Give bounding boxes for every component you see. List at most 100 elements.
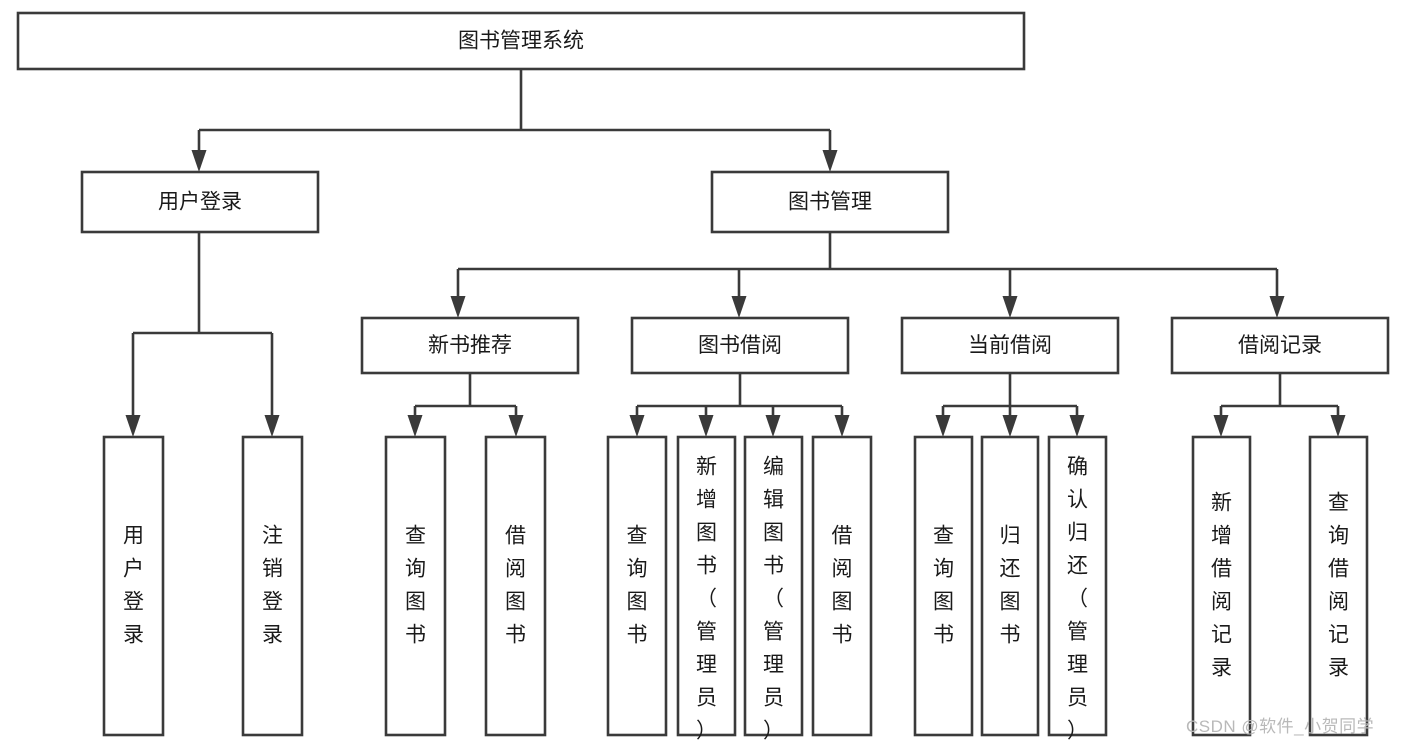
node-leaf-query-book-current[interactable]: 查询图书 xyxy=(913,435,974,737)
node-box-leaf-edit-book-admin[interactable] xyxy=(743,435,804,737)
arrow-manage-to-borrow xyxy=(731,269,747,318)
node-new-book-recommend[interactable]: 新书推荐 xyxy=(360,316,580,375)
arrow-head-icon xyxy=(731,296,747,318)
node-leaf-user-login[interactable]: 用户登录 xyxy=(102,435,165,737)
arrow-head-icon xyxy=(450,296,466,318)
node-user-login[interactable]: 用户登录 xyxy=(80,170,320,234)
node-box-book-manage[interactable] xyxy=(710,170,950,234)
node-box-user-login[interactable] xyxy=(80,170,320,234)
node-box-leaf-user-login[interactable] xyxy=(102,435,165,737)
node-box-leaf-logout[interactable] xyxy=(241,435,304,737)
node-label-leaf-add-borrow-record: 新增借阅记录 xyxy=(1211,491,1232,679)
node-box-book-borrow[interactable] xyxy=(630,316,850,375)
node-label-root: 图书管理系统 xyxy=(458,30,584,53)
node-label-leaf-query-book-rec: 查询图书 xyxy=(405,524,426,646)
arrow-log-to-l2 xyxy=(1330,406,1346,437)
node-label-leaf-borrow-book-rec: 借阅图书 xyxy=(505,524,526,646)
node-box-leaf-query-book-borrow[interactable] xyxy=(606,435,668,737)
node-current-borrow[interactable]: 当前借阅 xyxy=(900,316,1120,375)
node-label-leaf-add-book-admin: 新增图书（管理员） xyxy=(696,455,717,742)
arrow-head-icon xyxy=(191,150,207,172)
arrow-head-icon xyxy=(935,415,951,437)
connector-layer xyxy=(125,69,1346,437)
arrow-head-icon xyxy=(1002,415,1018,437)
arrow-borrow-to-l1 xyxy=(629,406,645,437)
arrow-manage-to-rec xyxy=(450,269,466,318)
arrow-log-to-l1 xyxy=(1213,406,1229,437)
node-leaf-borrow-book[interactable]: 借阅图书 xyxy=(811,435,873,737)
node-label-leaf-query-book-borrow: 查询图书 xyxy=(627,524,648,646)
node-root[interactable]: 图书管理系统 xyxy=(16,11,1026,71)
node-leaf-logout[interactable]: 注销登录 xyxy=(241,435,304,737)
node-leaf-borrow-book-rec[interactable]: 借阅图书 xyxy=(484,435,547,737)
arrow-borrow-to-l4 xyxy=(834,406,850,437)
node-box-leaf-borrow-book[interactable] xyxy=(811,435,873,737)
arrow-head-icon xyxy=(1002,296,1018,318)
node-box-leaf-query-book-rec[interactable] xyxy=(384,435,447,737)
arrow-login-to-leaf2 xyxy=(264,333,280,437)
arrow-head-icon xyxy=(629,415,645,437)
arrow-head-icon xyxy=(1069,415,1085,437)
arrow-head-icon xyxy=(822,150,838,172)
node-borrow-record[interactable]: 借阅记录 xyxy=(1170,316,1390,375)
arrow-head-icon xyxy=(407,415,423,437)
arrow-head-icon xyxy=(508,415,524,437)
node-box-root[interactable] xyxy=(16,11,1026,71)
arrow-cur-to-l1 xyxy=(935,406,951,437)
arrow-root-to-login xyxy=(191,130,207,172)
arrow-head-icon xyxy=(125,415,141,437)
arrow-root-to-manage xyxy=(822,130,838,172)
arrow-head-icon xyxy=(765,415,781,437)
node-label-leaf-borrow-book: 借阅图书 xyxy=(832,524,853,646)
node-label-leaf-query-book-current: 查询图书 xyxy=(933,524,954,646)
arrow-login-to-leaf1 xyxy=(125,333,141,437)
node-leaf-confirm-return-admin[interactable]: 确认归还（管理员） xyxy=(1047,435,1108,742)
node-label-book-borrow: 图书借阅 xyxy=(698,334,782,357)
node-box-leaf-return-book[interactable] xyxy=(980,435,1040,737)
node-leaf-edit-book-admin[interactable]: 编辑图书（管理员） xyxy=(743,435,804,742)
node-label-borrow-record: 借阅记录 xyxy=(1238,334,1322,357)
node-label-leaf-return-book: 归还图书 xyxy=(1000,524,1021,646)
arrow-head-icon xyxy=(1269,296,1285,318)
node-box-leaf-borrow-book-rec[interactable] xyxy=(484,435,547,737)
node-book-borrow[interactable]: 图书借阅 xyxy=(630,316,850,375)
node-leaf-add-book-admin[interactable]: 新增图书（管理员） xyxy=(676,435,737,742)
node-book-manage[interactable]: 图书管理 xyxy=(710,170,950,234)
arrow-head-icon xyxy=(264,415,280,437)
node-leaf-return-book[interactable]: 归还图书 xyxy=(980,435,1040,737)
node-label-new-book-recommend: 新书推荐 xyxy=(428,334,512,357)
node-box-leaf-add-book-admin[interactable] xyxy=(676,435,737,737)
arrow-cur-to-l2 xyxy=(1002,406,1018,437)
node-box-leaf-add-borrow-record[interactable] xyxy=(1191,435,1252,737)
node-leaf-query-borrow-record[interactable]: 查询借阅记录 xyxy=(1308,435,1369,737)
node-leaf-query-book-borrow[interactable]: 查询图书 xyxy=(606,435,668,737)
node-leaf-add-borrow-record[interactable]: 新增借阅记录 xyxy=(1191,435,1252,737)
arrow-head-icon xyxy=(1330,415,1346,437)
arrow-cur-to-l3 xyxy=(1069,406,1085,437)
node-box-leaf-query-book-current[interactable] xyxy=(913,435,974,737)
node-box-leaf-confirm-return-admin[interactable] xyxy=(1047,435,1108,737)
arrow-head-icon xyxy=(834,415,850,437)
node-label-leaf-confirm-return-admin: 确认归还（管理员） xyxy=(1067,455,1088,742)
node-label-book-manage: 图书管理 xyxy=(788,191,872,214)
arrow-head-icon xyxy=(1213,415,1229,437)
arrow-borrow-to-l3 xyxy=(765,406,781,437)
arrow-manage-to-cur xyxy=(1002,269,1018,318)
node-label-current-borrow: 当前借阅 xyxy=(968,334,1052,357)
node-label-leaf-user-login: 用户登录 xyxy=(123,524,144,646)
node-box-current-borrow[interactable] xyxy=(900,316,1120,375)
node-box-leaf-query-borrow-record[interactable] xyxy=(1308,435,1369,737)
node-label-leaf-query-borrow-record: 查询借阅记录 xyxy=(1328,491,1349,679)
arrow-manage-to-log xyxy=(1269,269,1285,318)
node-box-new-book-recommend[interactable] xyxy=(360,316,580,375)
node-label-leaf-logout: 注销登录 xyxy=(262,524,283,646)
node-label-user-login: 用户登录 xyxy=(158,191,242,214)
node-leaf-query-book-rec[interactable]: 查询图书 xyxy=(384,435,447,737)
node-label-leaf-edit-book-admin: 编辑图书（管理员） xyxy=(763,455,784,742)
node-layer: 图书管理系统用户登录图书管理新书推荐图书借阅当前借阅借阅记录用户登录注销登录查询… xyxy=(16,11,1390,742)
node-box-borrow-record[interactable] xyxy=(1170,316,1390,375)
arrow-head-icon xyxy=(698,415,714,437)
arrow-rec-to-l1 xyxy=(407,406,423,437)
